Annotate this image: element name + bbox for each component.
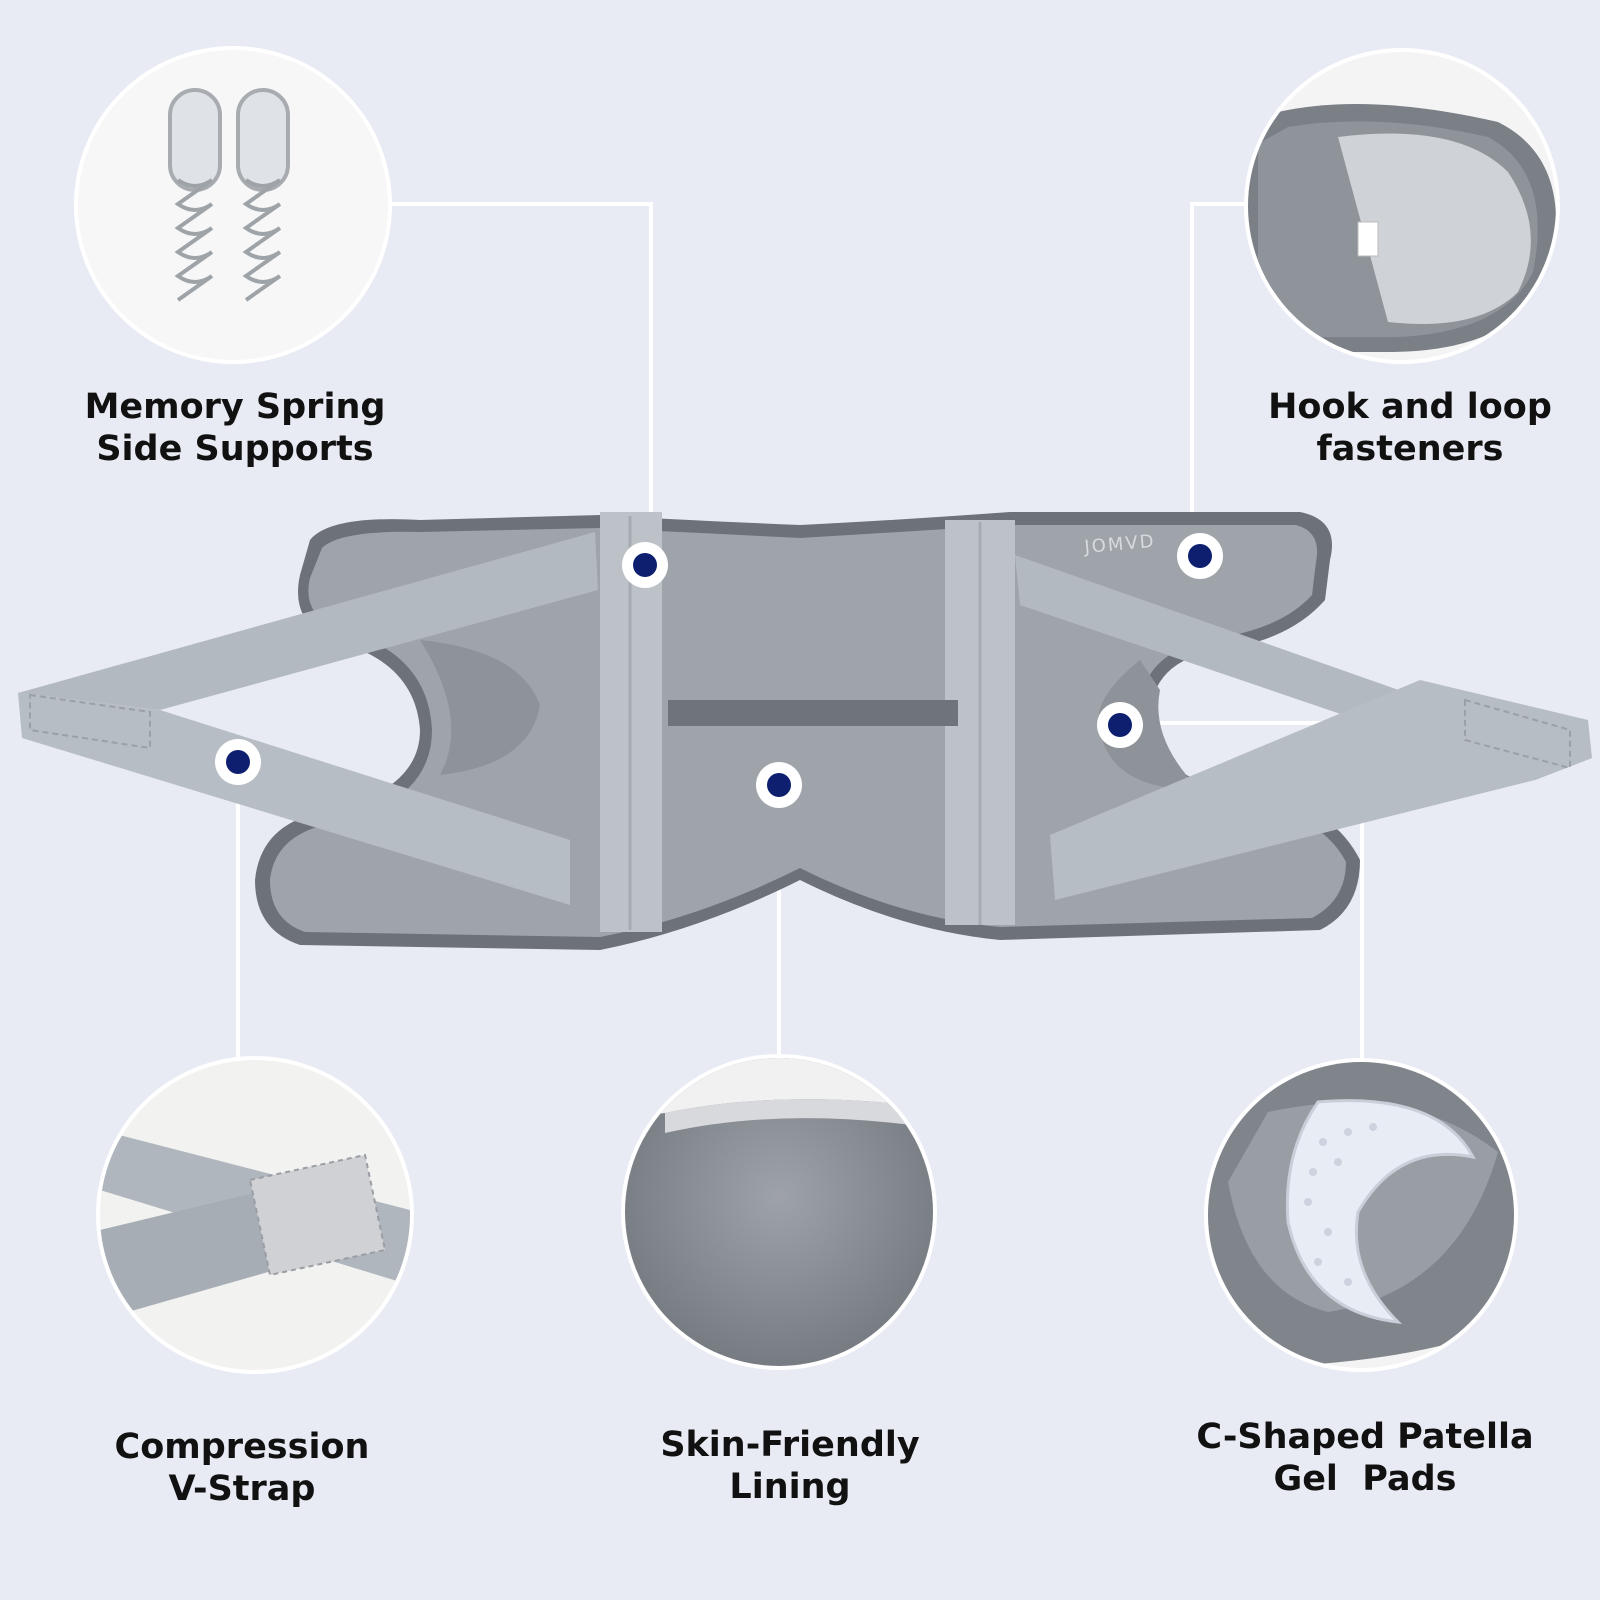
label-hook-loop-line1: Hook and loop	[1268, 387, 1552, 427]
size-tag-icon	[1357, 221, 1379, 257]
label-memory-spring-line1: Memory Spring	[84, 387, 386, 427]
label-compression: Compression V-Strap	[32, 1426, 452, 1510]
label-lining-line2: Lining	[729, 1467, 851, 1507]
connector-memory-spring	[380, 202, 653, 560]
hook-loop-closeup	[1248, 52, 1556, 360]
center-band	[668, 700, 958, 726]
left-strap-lower	[18, 693, 570, 905]
label-gel-pads-line2: Gel Pads	[1273, 1459, 1457, 1499]
brace-body	[18, 512, 1592, 950]
spring-icon	[168, 88, 290, 302]
label-gel-pads: C-Shaped Patella Gel Pads	[1155, 1416, 1575, 1500]
right-patella-pad	[1098, 660, 1200, 790]
label-hook-loop: Hook and loop fasteners	[1200, 386, 1600, 470]
right-strap-lower	[1050, 680, 1592, 900]
compression-strap-closeup	[100, 1060, 410, 1370]
label-compression-line2: V-Strap	[168, 1469, 316, 1509]
left-patella-pad	[420, 640, 540, 775]
gel-pad-icon	[1285, 1099, 1476, 1324]
label-compression-line1: Compression	[114, 1427, 370, 1467]
label-lining-line1: Skin-Friendly	[660, 1425, 920, 1465]
memory-spring-closeup	[78, 50, 388, 360]
label-hook-loop-line2: fasteners	[1316, 429, 1504, 469]
velcro-patch	[1338, 133, 1531, 324]
label-memory-spring-line2: Side Supports	[96, 429, 374, 469]
marker-dots	[215, 533, 1223, 808]
label-lining: Skin-Friendly Lining	[580, 1424, 1000, 1508]
velcro-tab	[248, 1153, 387, 1277]
label-memory-spring: Memory Spring Side Supports	[25, 386, 445, 470]
connector-hook-loop	[1190, 202, 1253, 550]
left-strap-upper	[18, 532, 598, 710]
gel-pad-closeup	[1208, 1062, 1514, 1368]
lining-closeup	[625, 1058, 933, 1366]
label-gel-pads-line1: C-Shaped Patella	[1196, 1417, 1534, 1457]
